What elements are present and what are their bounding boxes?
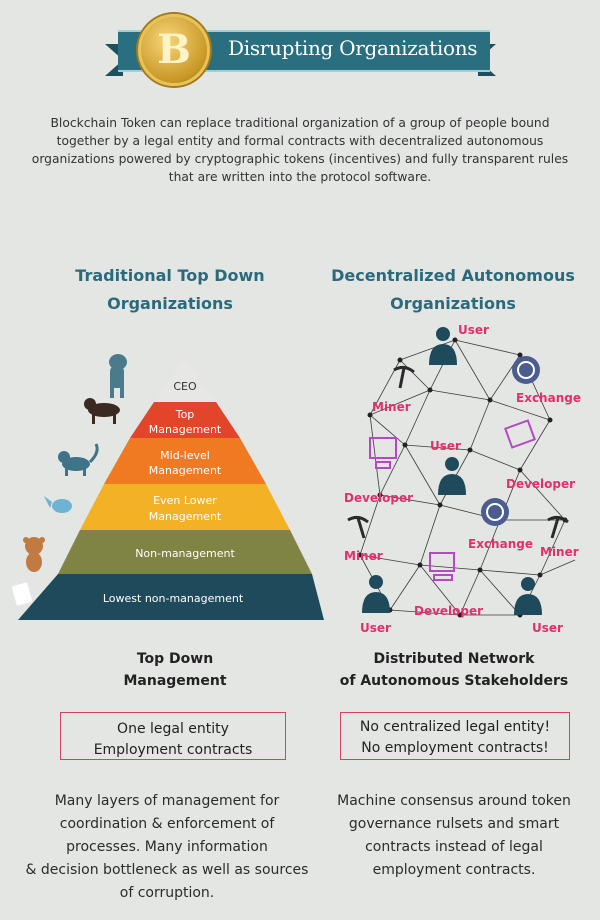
traditional-description-line1: Many layers of management for	[54, 793, 280, 809]
dao-network: User Exchange Miner User Developer Devel…	[344, 323, 581, 635]
developer-computer-icon-left	[369, 437, 397, 469]
pyramid-label-mid-2: Management	[149, 464, 222, 477]
exchange-icon-top	[512, 356, 540, 384]
pickaxe-icon-middle-left	[347, 515, 369, 539]
pyramid-level-ceo	[154, 358, 216, 402]
decentralized-heading-line1: Decentralized Autonomous	[331, 266, 575, 285]
dog-large-icon	[109, 354, 127, 398]
pyramid-label-mid-1: Mid-level	[160, 449, 210, 462]
intro-text: Blockchain Token can replace traditional…	[31, 116, 569, 184]
decentralized-heading-line2: Organizations	[390, 294, 516, 313]
label-developer-bottom: Developer	[414, 604, 483, 618]
decentralized-description-line3: contracts instead of legal	[365, 839, 543, 855]
dog-black-icon	[84, 398, 120, 424]
pyramid-level-non-management	[58, 530, 312, 574]
label-user-bottom-left: User	[360, 621, 391, 635]
top-down-subheading: Top Down Management	[60, 648, 290, 692]
pyramid-label-lowest: Lowest non-management	[103, 592, 244, 605]
traditional-description-line2: coordination & enforcement of	[59, 816, 275, 832]
label-miner-top: Miner	[372, 400, 411, 414]
user-icon-middle	[438, 457, 466, 495]
label-miner-left: Miner	[344, 549, 383, 563]
developer-computer-icon-right	[504, 419, 536, 449]
label-user-bottom-right: User	[532, 621, 563, 635]
pyramid-label-top-2: Management	[149, 423, 222, 436]
traditional-description-line3: processes. Many information	[66, 839, 268, 855]
pyramid-level-mid-management	[104, 438, 266, 484]
pyramid-label-lower-2: Management	[149, 510, 222, 523]
user-icon-bottom-right	[514, 577, 542, 615]
monkey-icon	[23, 537, 45, 572]
label-developer-right: Developer	[506, 477, 575, 491]
legal-entity-box: One legal entity Employment contracts	[60, 712, 286, 760]
top-down-subheading-line1: Top Down	[136, 651, 214, 667]
bitcoin-coin-icon	[138, 14, 210, 86]
organization-pyramid: CEO Top Management Mid-level Management …	[12, 354, 324, 620]
pyramid-label-non-management: Non-management	[135, 547, 235, 560]
bird-icon	[44, 496, 72, 513]
distributed-subheading-line2: of Autonomous Stakeholders	[339, 673, 569, 689]
no-legal-entity-box-line1: No centralized legal entity!	[359, 719, 551, 735]
pickaxe-icon-top	[393, 365, 415, 389]
label-miner-right: Miner	[540, 545, 579, 559]
user-icon-top	[429, 327, 457, 365]
bitcoin-symbol: B	[157, 26, 191, 73]
exchange-icon-middle	[481, 498, 509, 526]
developer-computer-icon-bottom	[429, 552, 455, 581]
no-legal-entity-box-line2: No employment contracts!	[361, 740, 549, 756]
label-exchange-middle: Exchange	[468, 537, 533, 551]
pyramid-label-top-1: Top	[175, 408, 195, 421]
traditional-heading-line1: Traditional Top Down	[75, 266, 265, 285]
pickaxe-icon-middle-right	[547, 515, 569, 539]
distributed-subheading: Distributed Network of Autonomous Stakeh…	[318, 648, 590, 692]
label-user-top: User	[458, 323, 489, 337]
distributed-subheading-line1: Distributed Network	[373, 651, 535, 667]
decentralized-description-line4: employment contracts.	[372, 862, 536, 878]
pyramid-level-lower-management	[80, 484, 290, 530]
paper-icon	[12, 582, 32, 606]
cat-icon	[58, 443, 99, 476]
decentralized-heading: Decentralized Autonomous Organizations	[318, 262, 588, 318]
legal-entity-box-line2: Employment contracts	[93, 742, 253, 758]
pyramid-label-lower-1: Even Lower	[153, 494, 217, 507]
label-exchange-top: Exchange	[516, 391, 581, 405]
pyramid-level-lowest	[18, 574, 324, 620]
page-title: Disrupting Organizations	[228, 36, 478, 60]
traditional-description-line5: of corruption.	[119, 885, 215, 901]
top-down-subheading-line2: Management	[123, 673, 227, 689]
pyramid-level-top-management	[130, 402, 240, 438]
decentralized-description: Machine consensus around token governanc…	[318, 790, 590, 882]
traditional-heading: Traditional Top Down Organizations	[40, 262, 300, 318]
traditional-description-line4: & decision bottleneck as well as sources	[25, 862, 309, 878]
no-legal-entity-box: No centralized legal entity! No employme…	[340, 712, 570, 760]
label-user-middle: User	[430, 439, 461, 453]
pyramid-label-ceo: CEO	[173, 380, 197, 393]
traditional-description: Many layers of management for coordinati…	[22, 790, 312, 905]
user-icon-bottom-left	[362, 575, 390, 613]
legal-entity-box-line1: One legal entity	[117, 721, 229, 737]
decentralized-description-line1: Machine consensus around token	[337, 793, 571, 809]
traditional-heading-line2: Organizations	[107, 294, 233, 313]
label-developer-left: Developer	[344, 491, 413, 505]
decentralized-description-line2: governance rulsets and smart	[348, 816, 560, 832]
